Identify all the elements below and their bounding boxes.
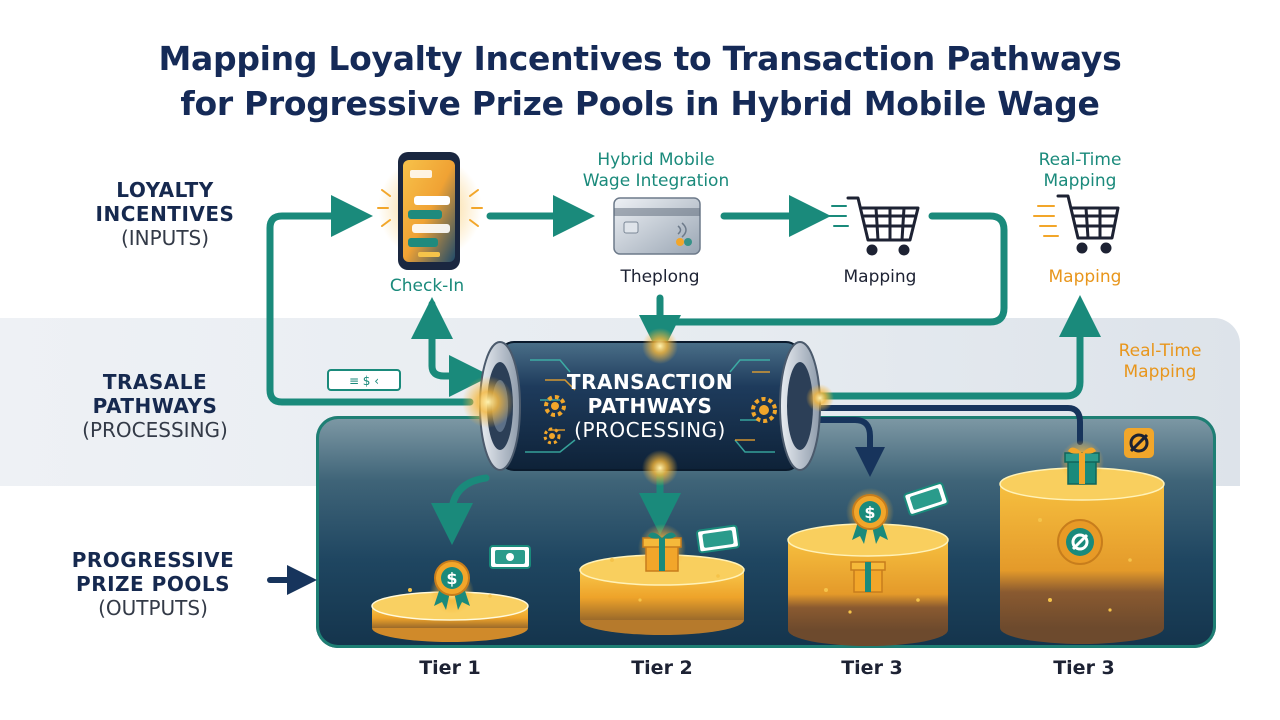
gear-icon: [751, 397, 777, 423]
tier-label-2: Tier 2: [631, 657, 693, 679]
row-label-processing: TRASALE PATHWAYS (PROCESSING): [82, 370, 228, 442]
card-caption: Theplong: [620, 267, 700, 287]
hybrid-integration-label: Hybrid Mobile Wage Integration: [582, 150, 730, 191]
realtime-mapping-side-label: Real-Time Mapping: [1118, 341, 1202, 382]
prize-pool-tier-3: [787, 523, 949, 646]
gear-icon: [543, 427, 561, 445]
flow-arrows: [266, 195, 1101, 545]
gift-icon: [1060, 440, 1104, 485]
cash-icon: [489, 545, 531, 569]
page-title: Mapping Loyalty Incentives to Transactio…: [158, 39, 1122, 123]
tier-label-3: Tier 3: [841, 657, 903, 679]
row-label-inputs: LOYALTY INCENTIVES (INPUTS): [95, 178, 235, 250]
cash-icon: [903, 482, 949, 516]
cylinder-label: TRANSACTION PATHWAYS (PROCESSING): [566, 370, 734, 442]
realtime-mapping-top-label: Real-Time Mapping: [1038, 150, 1122, 191]
tier-label-1: Tier 1: [419, 657, 481, 679]
transaction-cylinder: [462, 328, 834, 486]
gift-icon: [850, 561, 886, 593]
shopping-cart-icon: [1033, 194, 1120, 254]
dollar-badge-icon: [1057, 519, 1103, 565]
svg-text:$: $: [864, 503, 875, 522]
tier-label-4: Tier 3: [1053, 657, 1115, 679]
no-link-icon: [1124, 428, 1154, 458]
cash-icon: [696, 524, 740, 554]
output-arrows: [267, 405, 1083, 595]
gift-icon: [638, 524, 686, 572]
ticket-tag-text: ≡ $ ‹: [349, 374, 379, 388]
shopping-cart-icon: [827, 196, 920, 256]
ticket-tag: ≡ $ ‹: [327, 369, 401, 391]
dollar-badge-icon: $: [846, 488, 894, 544]
smartphone-icon: [377, 152, 483, 270]
cart-mapping-label: Mapping: [843, 267, 917, 287]
checkin-label: Check-In: [389, 276, 465, 296]
dollar-badge-icon: $: [430, 560, 474, 614]
cart-mapping-label-2: Mapping: [1048, 267, 1122, 287]
sparkles: [408, 518, 1132, 614]
gear-icon: [544, 395, 566, 417]
row-label-outputs: PROGRESSIVE PRIZE POOLS (OUTPUTS): [71, 548, 235, 620]
svg-text:$: $: [446, 569, 457, 588]
credit-card-icon: [613, 197, 701, 255]
